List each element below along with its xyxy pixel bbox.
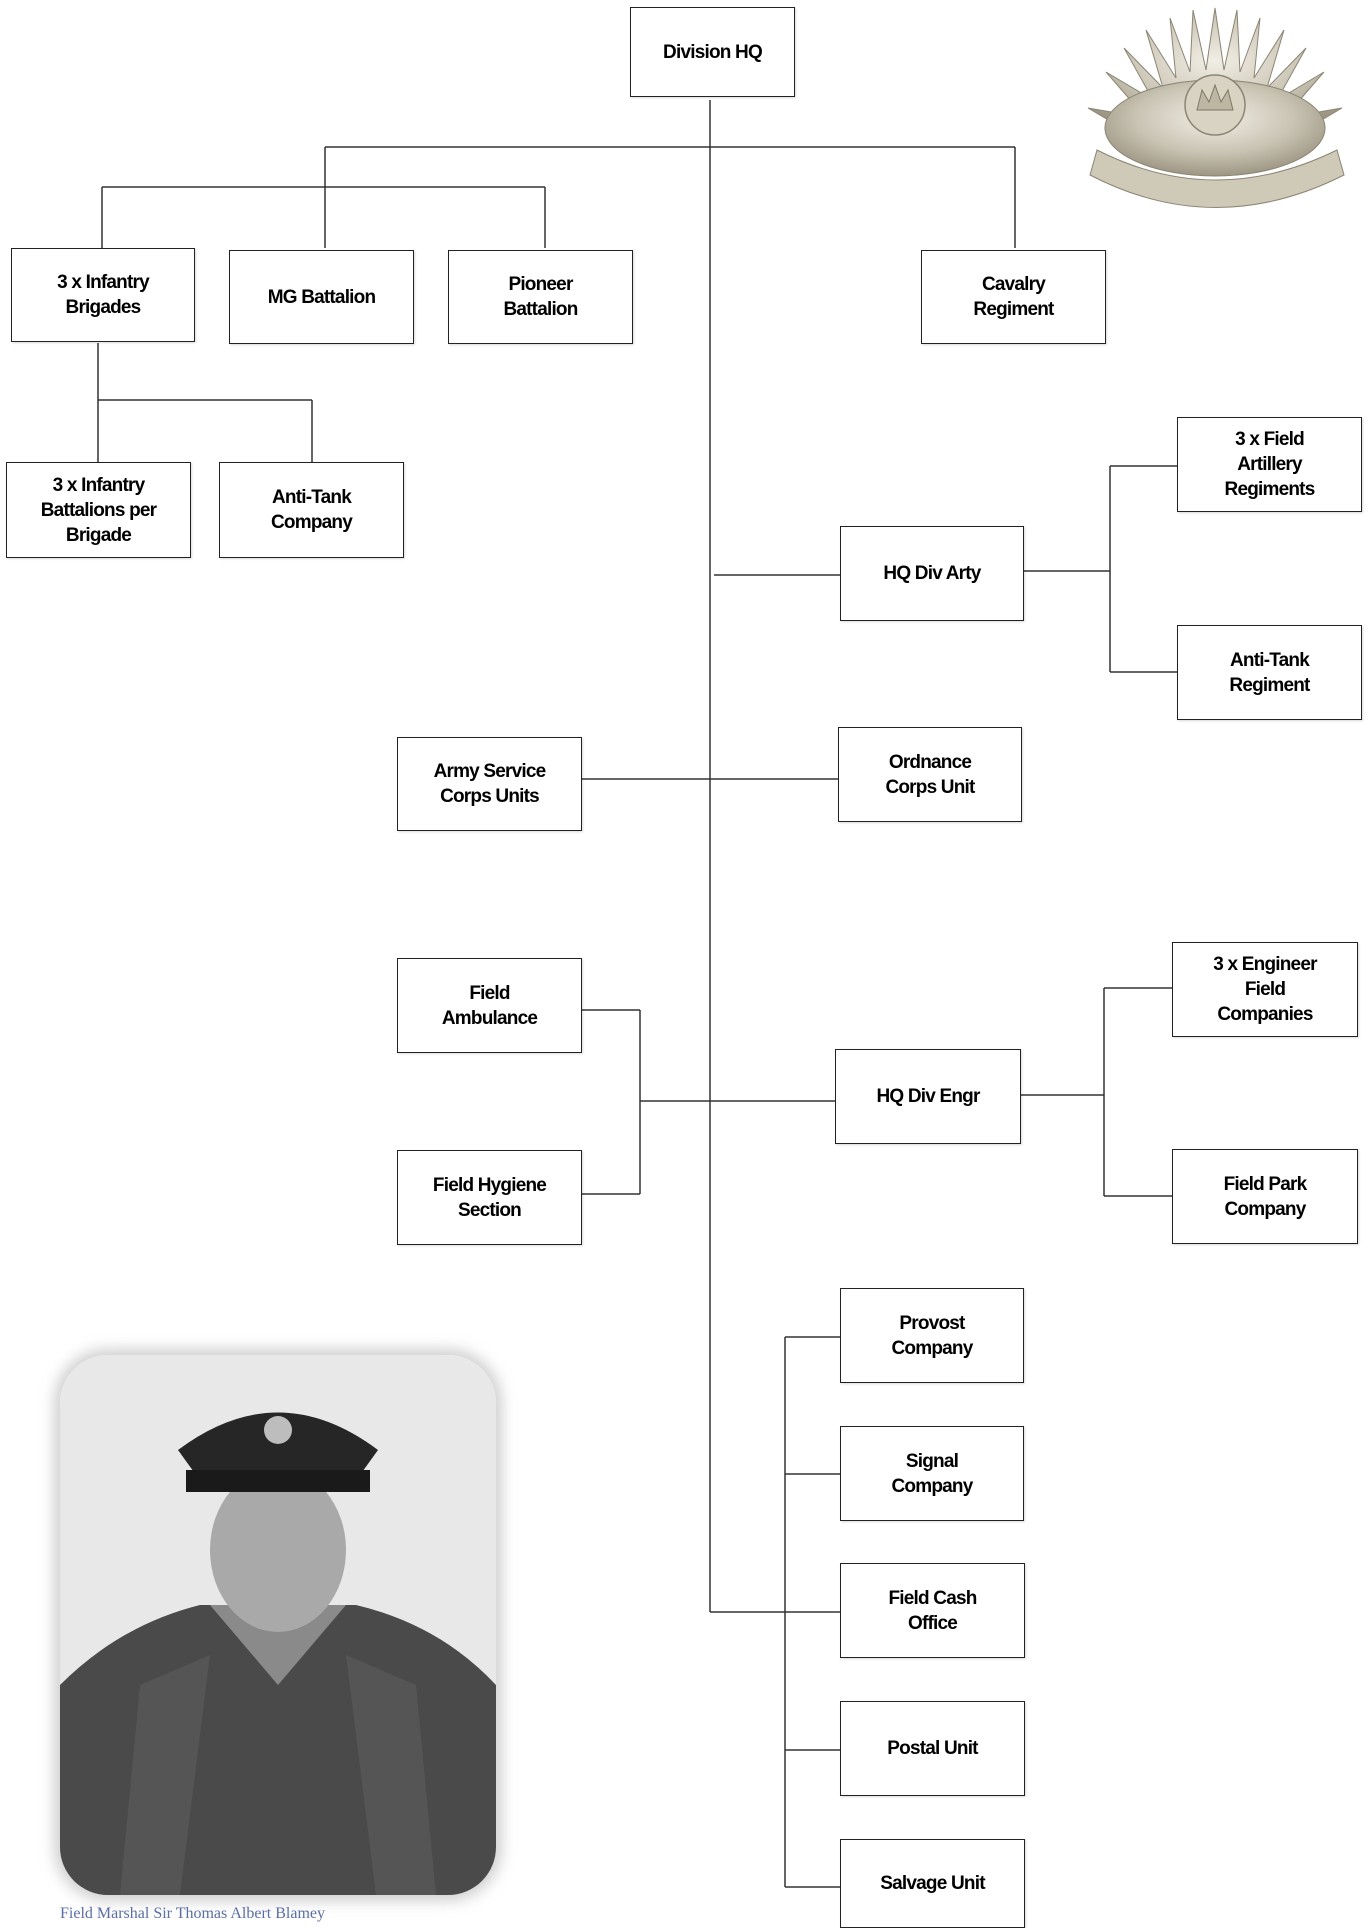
node-pioneer-battalion: Pioneer Battalion bbox=[448, 250, 633, 344]
node-army-service-corps: Army Service Corps Units bbox=[397, 737, 582, 831]
node-engineer-field-companies: 3 x Engineer Field Companies bbox=[1172, 942, 1358, 1037]
node-infantry-brigades: 3 x Infantry Brigades bbox=[11, 248, 195, 342]
node-cavalry-regiment: Cavalry Regiment bbox=[921, 250, 1106, 344]
node-field-park-company: Field Park Company bbox=[1172, 1149, 1358, 1244]
node-salvage-unit: Salvage Unit bbox=[840, 1839, 1025, 1928]
node-field-ambulance: Field Ambulance bbox=[397, 958, 582, 1053]
node-field-artillery-regiments: 3 x Field Artillery Regiments bbox=[1177, 417, 1362, 512]
node-provost-company: Provost Company bbox=[840, 1288, 1024, 1383]
node-division-hq: Division HQ bbox=[630, 7, 795, 97]
node-mg-battalion: MG Battalion bbox=[229, 250, 414, 344]
node-infantry-battalions: 3 x Infantry Battalions per Brigade bbox=[6, 462, 191, 558]
node-field-cash-office: Field Cash Office bbox=[840, 1563, 1025, 1658]
portrait-photo-icon bbox=[60, 1355, 496, 1895]
node-postal-unit: Postal Unit bbox=[840, 1701, 1025, 1796]
node-anti-tank-regiment: Anti-Tank Regiment bbox=[1177, 625, 1362, 720]
node-field-hygiene-section: Field Hygiene Section bbox=[397, 1150, 582, 1245]
node-hq-div-arty: HQ Div Arty bbox=[840, 526, 1024, 621]
node-ordnance-corps: Ordnance Corps Unit bbox=[838, 727, 1022, 822]
portrait-caption: Field Marshal Sir Thomas Albert Blamey bbox=[60, 1905, 326, 1922]
node-anti-tank-company: Anti-Tank Company bbox=[219, 462, 404, 558]
rising-sun-badge-icon bbox=[1087, 7, 1345, 208]
node-signal-company: Signal Company bbox=[840, 1426, 1024, 1521]
portrait-photo bbox=[60, 1355, 496, 1895]
node-hq-div-engr: HQ Div Engr bbox=[835, 1049, 1021, 1144]
